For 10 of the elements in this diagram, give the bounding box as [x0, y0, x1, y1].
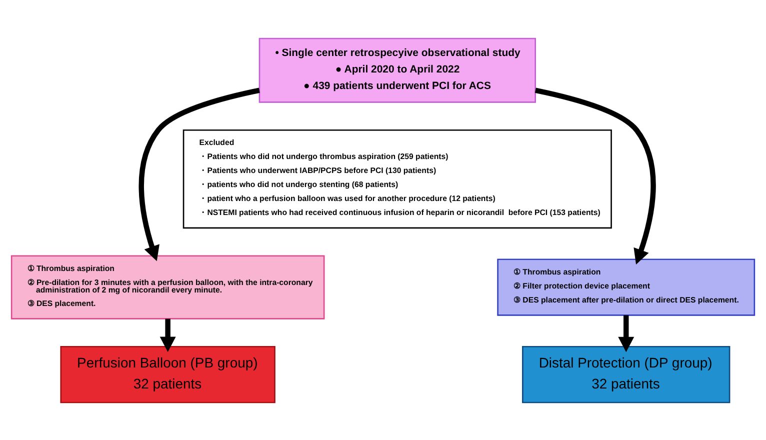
node-box: • Single center retrospecyive observational study ● April 2020 to April 2022 ● 439 patients underwent PCI for ACS	[258, 37, 536, 102]
arrow	[534, 87, 656, 264]
arrow	[618, 314, 634, 352]
node-box: Perfusion Balloon (PB group) 32 patients	[60, 345, 276, 403]
node-box: ① Thrombus aspiration ② Filter protection device placement ③ DES placement after pre-dilation or direct DES placement.	[497, 258, 756, 316]
node-box: Excluded ・Patients who did not undergo thrombus aspiration (259 patients) ・Patients who underwent IABP/PCPS before PCI (130 patients) ・patients who did not undergo stenting (68 patients) ・patient who a perfusion balloon was used for another procedure (12 patients) ・NSTEMI patients who had received continuous infusion of heparin or nicorandil before PCI (153 patients)	[182, 129, 612, 228]
arrow	[160, 318, 176, 352]
node-box: Distal Protection (DP group) 32 patients	[522, 345, 730, 403]
node-box: ① Thrombus aspiration ② Pre-dilation for 3 minutes with a perfusion balloon, with the intra-coronary administration of 2 mg of nicorandil every minute. ③ DES placement.	[10, 254, 325, 319]
arrow	[138, 87, 260, 261]
